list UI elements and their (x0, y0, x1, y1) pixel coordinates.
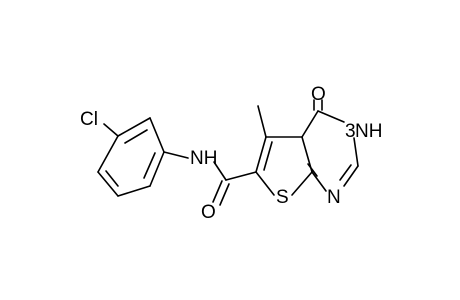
amide-c-o-double-bond (212, 180, 223, 203)
aromatic-double-bond (124, 129, 148, 144)
carbonyl-thiophene-bond (225, 171, 257, 181)
bond (311, 171, 327, 192)
aromatic-double-bond (263, 141, 273, 171)
ring-nh-label: NH (355, 121, 382, 142)
amide-c-o-double-bond (219, 183, 230, 206)
bond (255, 136, 267, 173)
bond (117, 117, 151, 137)
c-cl-bond (103, 123, 119, 137)
thiophene-sulfur-label: S (276, 187, 289, 208)
ring-nh-digit-label: 3 (345, 121, 356, 142)
ring-nitrogen-label: N (327, 187, 341, 208)
aromatic-double-bond (307, 163, 318, 177)
aromatic-double-bond (143, 152, 156, 179)
bond (291, 171, 313, 196)
aryl-n-bond (163, 151, 189, 159)
bond (301, 110, 319, 138)
bond (317, 110, 345, 123)
bond (97, 171, 119, 197)
amide-oxygen-label: O (201, 202, 216, 223)
bond (255, 171, 275, 196)
chlorophenyl-ring (97, 117, 165, 197)
chlorine-label: Cl (80, 109, 98, 130)
bond (343, 165, 359, 187)
thiophene-ring (255, 136, 313, 196)
aromatic-double-bond (339, 164, 352, 181)
ring-oxygen-label: O (311, 84, 326, 105)
methyl-bond (257, 105, 267, 138)
bond (149, 151, 165, 187)
n-carbonyl-bond (213, 161, 227, 181)
bond (149, 117, 165, 153)
aromatic-double-bond (105, 170, 119, 187)
pyrimidinone-ring (301, 110, 359, 192)
bond (117, 185, 151, 197)
bond (97, 135, 119, 173)
amide-nh-label: NH (190, 148, 217, 169)
bond (353, 137, 359, 167)
